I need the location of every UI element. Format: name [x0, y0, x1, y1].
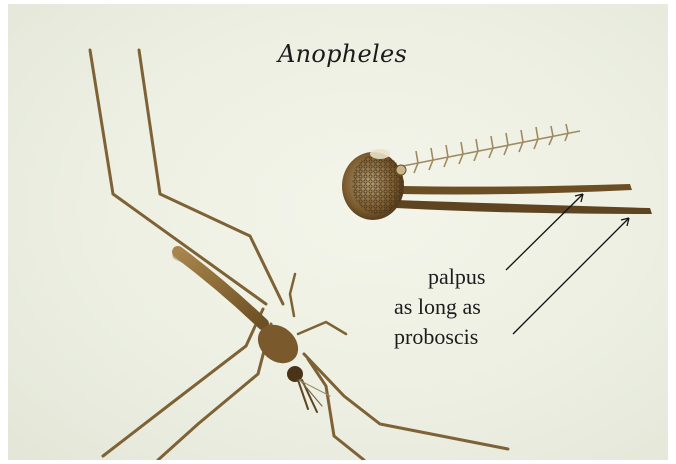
antenna	[403, 124, 580, 173]
species-title: Anopheles	[278, 40, 407, 68]
leader-lines	[506, 194, 629, 334]
proboscis	[396, 200, 652, 214]
illustration-plate: Anopheles palpus as long as proboscis	[8, 4, 668, 460]
label-as-long-as: as long as	[394, 296, 481, 318]
label-palpus: palpus	[428, 266, 485, 288]
palpus	[400, 184, 632, 195]
head-closeup	[342, 124, 652, 220]
mosquito-illustration	[8, 4, 668, 460]
label-proboscis: proboscis	[394, 326, 478, 348]
mosquito-body	[90, 50, 508, 460]
